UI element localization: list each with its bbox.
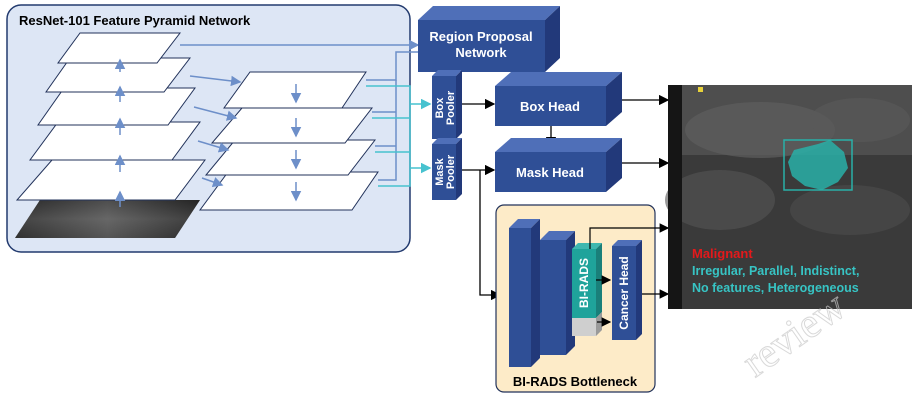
box-pooler-block: [432, 70, 462, 139]
birads-concept-block: [572, 243, 602, 336]
mask-head-label: Mask Head: [516, 165, 584, 180]
output-ultrasound-image: [665, 85, 912, 309]
rpn-label-line2: Network: [455, 45, 507, 60]
topdown-layer-2: [204, 139, 377, 176]
mask-head-block: [495, 138, 622, 192]
rpn-label-line1: Region Proposal: [429, 29, 532, 44]
box-head-label: Box Head: [520, 99, 580, 114]
pyramid-layer-5: [57, 32, 182, 64]
bottleneck-conv-block-1: [509, 219, 540, 367]
mask-pooler-label-line2: Pooler: [445, 154, 457, 189]
birads-bottleneck-title: BI-RADS Bottleneck: [513, 374, 638, 389]
box-head-block: [495, 72, 622, 126]
bottleneck-conv-block-2: [540, 231, 575, 355]
box-pooler-label-line1: Box: [434, 97, 446, 119]
cancer-head-block: [612, 240, 642, 340]
backbone-title: ResNet-101 Feature Pyramid Network: [19, 13, 251, 28]
pyramid-layer-2: [29, 121, 201, 161]
mask-pooler-block: [432, 138, 462, 200]
region-proposal-network-block: [418, 6, 560, 72]
birads-label: BI-RADS: [577, 258, 591, 308]
features-line1: Irregular, Parallel, Indistinct,: [692, 264, 859, 278]
detection-box: [783, 139, 853, 191]
features-line2: No features, Heterogeneous: [692, 281, 859, 295]
cancer-head-label: Cancer Head: [617, 256, 631, 329]
top-down-pyramid: [199, 71, 379, 211]
segmentation-mask: [788, 140, 848, 190]
topdown-layer-4: [223, 71, 367, 109]
box-pooler-label-line2: Pooler: [445, 90, 457, 125]
diagnosis-label: Malignant: [692, 246, 753, 261]
topdown-layer-1: [199, 171, 379, 211]
pyramid-layer-3: [37, 87, 196, 126]
mask-pooler-label-line1: Mask: [434, 157, 446, 185]
bottom-up-pyramid: [15, 32, 206, 201]
